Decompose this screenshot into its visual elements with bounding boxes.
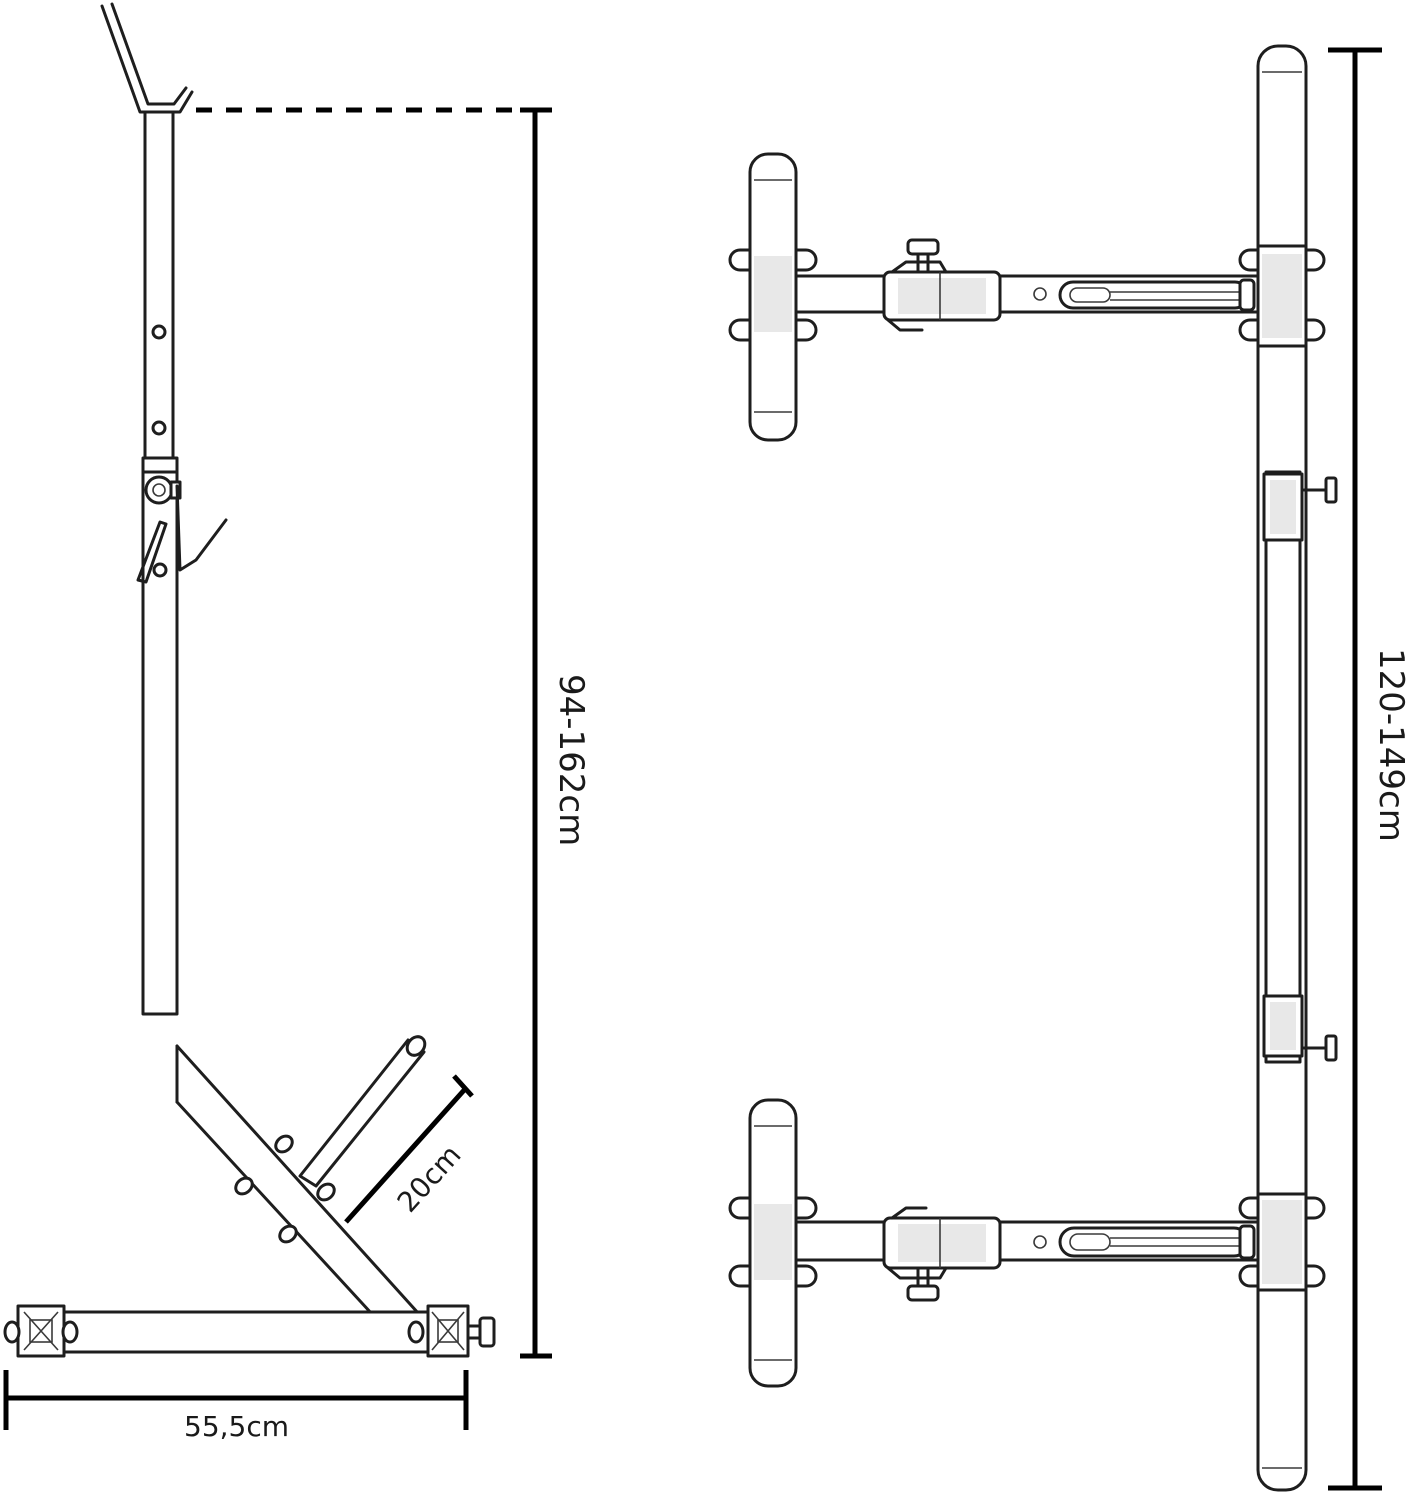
crossbar-knob-lower <box>1302 1034 1338 1062</box>
top-view-rack <box>728 44 1338 1492</box>
main-crossbar <box>1238 44 1338 1492</box>
plate-holder-bar <box>234 1035 427 1244</box>
side-view-stand <box>3 2 496 1358</box>
diagonal-brace <box>175 1044 421 1316</box>
crossbar-knob-upper <box>1302 476 1338 504</box>
lower-foot-assembly <box>728 1098 1260 1388</box>
upper-inner-tube <box>143 110 175 462</box>
upper-foot-assembly <box>728 152 1260 442</box>
bar-width-dimension: 120-149cm <box>1328 47 1411 1491</box>
top-j-hook <box>100 2 194 114</box>
safety-hook <box>136 484 228 584</box>
base-width-dimension: 55,5cm <box>3 1370 469 1443</box>
base-width-label: 55,5cm <box>184 1410 289 1443</box>
locking-knob <box>144 475 182 505</box>
height-dimension: 94-162cm <box>520 107 591 1359</box>
lower-arm-knob <box>886 1206 948 1302</box>
height-label: 94-162cm <box>551 674 591 846</box>
adjustment-hole <box>151 420 167 436</box>
upper-arm-knob <box>886 238 948 332</box>
plate-holder-label: 20cm <box>391 1138 468 1218</box>
base-foot <box>3 1304 496 1358</box>
adjustment-hole <box>151 324 167 340</box>
bar-width-label: 120-149cm <box>1371 648 1411 842</box>
